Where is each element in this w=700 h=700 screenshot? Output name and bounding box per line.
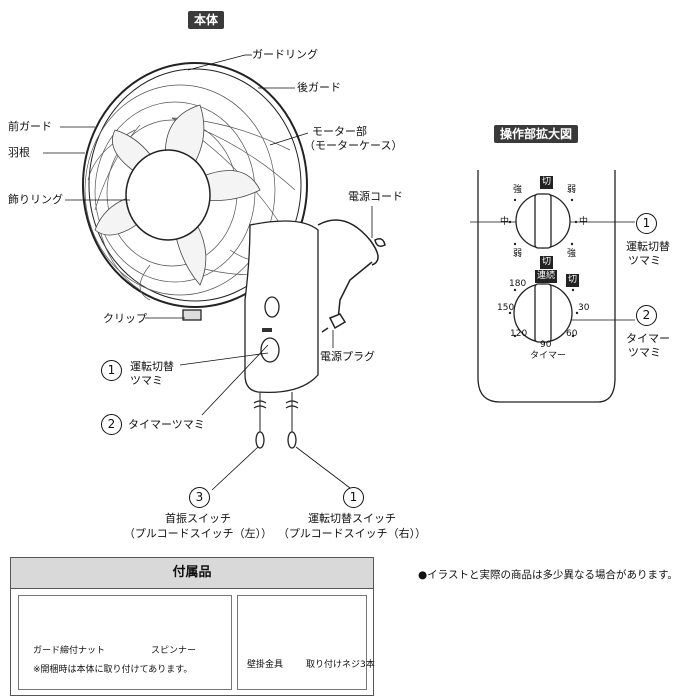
zoom-off-top: 切 bbox=[540, 176, 554, 189]
zoom-badge: 操作部拡大図 bbox=[494, 125, 579, 143]
zoom-k2-l1: タイマー bbox=[626, 332, 670, 345]
zoom-t30: 30 bbox=[578, 303, 590, 313]
zoom-strong-l: 強 bbox=[513, 185, 523, 195]
label-rear-guard: 後ガード bbox=[297, 81, 341, 94]
label-switch1-l1: 運転切替スイッチ bbox=[308, 512, 396, 525]
label-motor-2: （モーターケース） bbox=[304, 139, 403, 152]
label-switch3-l2: （プルコードスイッチ（左）） bbox=[123, 527, 273, 540]
label-switch3-l1: 首振スイッチ bbox=[165, 512, 231, 525]
label-knob1-l2: ツマミ bbox=[130, 374, 163, 387]
zoom-k1-l1: 運転切替 bbox=[626, 240, 670, 253]
accessories-box: 付属品 bbox=[10, 557, 374, 696]
disclaimer-note: ●イラストと実際の商品は多少異なる場合があります。 bbox=[418, 569, 678, 581]
label-switch1-l2: （プルコードスイッチ（右）） bbox=[277, 527, 427, 540]
label-knob2: タイマーツマミ bbox=[128, 418, 205, 431]
zoom-cont: 連続 bbox=[535, 270, 558, 283]
zoom-t60: 60 bbox=[566, 329, 578, 339]
zoom-t150: 150 bbox=[497, 303, 515, 313]
label-clip: クリップ bbox=[103, 312, 147, 325]
label-deco-ring: 飾りリング bbox=[8, 193, 63, 206]
label-front-guard: 前ガード bbox=[8, 120, 52, 133]
zoom-mid-r: 中 bbox=[579, 217, 589, 227]
acc-note: ※開梱時は本体に取り付けてあります。 bbox=[33, 665, 193, 675]
guard-ring bbox=[82, 62, 308, 308]
label-guard-ring: ガードリング bbox=[252, 48, 318, 61]
main-badge: 本体 bbox=[188, 11, 225, 29]
num-circle-1b: 1 bbox=[343, 487, 364, 508]
zoom-num-1: 1 bbox=[636, 213, 657, 234]
zoom-weak-r: 弱 bbox=[567, 185, 577, 195]
label-power-cord: 電源コード bbox=[348, 190, 403, 203]
zoom-k2-l2: ツマミ bbox=[628, 346, 661, 359]
accessories-title: 付属品 bbox=[11, 558, 373, 589]
zoom-timer-label: タイマー bbox=[530, 351, 567, 361]
accessories-inner-left bbox=[18, 595, 232, 690]
num-circle-2a: 2 bbox=[101, 414, 122, 435]
rear-guard bbox=[88, 68, 302, 302]
acc-bracket-label: 壁掛金具 bbox=[247, 660, 284, 670]
acc-nut-label: ガード締付ナット bbox=[33, 646, 106, 656]
zoom-num-2: 2 bbox=[636, 305, 657, 326]
zoom-off-bottom: 切 bbox=[540, 256, 554, 269]
power-cord-drawing bbox=[317, 219, 386, 333]
accessories-inner-right bbox=[237, 595, 367, 690]
label-motor-1: モーター部 bbox=[312, 125, 367, 138]
zoom-strong-r: 強 bbox=[567, 249, 577, 259]
zoom-off-timer: 切 bbox=[566, 274, 580, 287]
num-circle-1a: 1 bbox=[101, 360, 122, 381]
label-power-plug: 電源プラグ bbox=[320, 350, 375, 363]
deco-ring bbox=[125, 149, 211, 241]
label-knob1-l1: 運転切替 bbox=[130, 360, 174, 373]
acc-screws-label: 取り付けネジ3本 bbox=[306, 660, 375, 670]
zoom-k1-l2: ツマミ bbox=[628, 254, 661, 267]
label-blade: 羽根 bbox=[8, 146, 30, 159]
zoom-t180: 180 bbox=[509, 279, 527, 289]
num-circle-3: 3 bbox=[189, 487, 210, 508]
zoom-panel bbox=[477, 170, 616, 403]
zoom-weak-l: 弱 bbox=[513, 249, 523, 259]
zoom-t120: 120 bbox=[510, 329, 528, 339]
zoom-t90: 90 bbox=[540, 340, 552, 350]
zoom-mid-l: 中 bbox=[500, 217, 510, 227]
acc-spinner-label: スピンナー bbox=[151, 646, 197, 656]
